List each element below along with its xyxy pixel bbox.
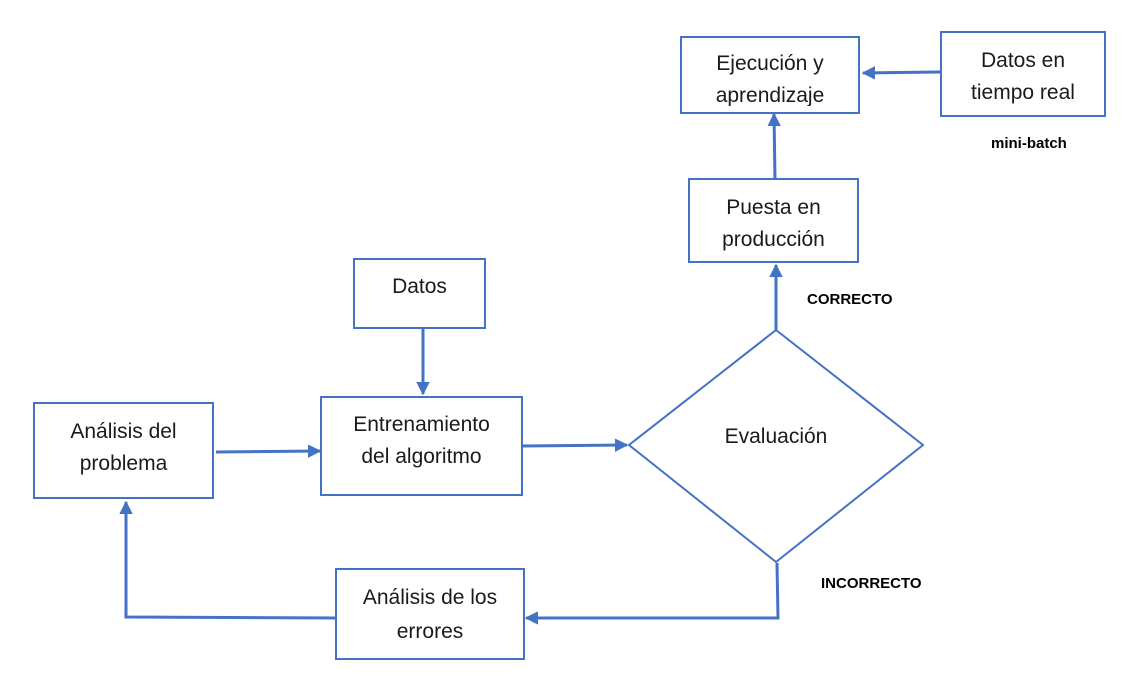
arrow-errores-to-analisis	[119, 500, 337, 620]
node-ejecucion-line1: Ejecución y	[716, 52, 824, 75]
label-mini-batch: mini-batch	[991, 135, 1067, 152]
node-datos-tiempo-real-line1: Datos en	[981, 49, 1065, 72]
label-incorrecto: INCORRECTO	[821, 575, 922, 592]
node-puesta-produccion-line2: producción	[722, 228, 825, 251]
node-analisis-problema: Análisis del problema	[33, 402, 214, 499]
node-datos-label: Datos	[392, 275, 447, 298]
label-correcto: CORRECTO	[807, 291, 893, 308]
node-datos-tiempo-real: Datos en tiempo real	[940, 31, 1106, 117]
node-puesta-produccion: Puesta en producción	[688, 178, 859, 263]
node-ejecucion-line2: aprendizaje	[716, 84, 825, 107]
node-evaluacion: Evaluación	[627, 328, 925, 564]
node-entrenamiento-line2: del algoritmo	[361, 445, 481, 468]
node-puesta-produccion-line1: Puesta en	[726, 196, 821, 219]
node-analisis-errores-line2: errores	[397, 620, 464, 643]
node-evaluacion-label: Evaluación	[725, 425, 828, 448]
node-analisis-errores: Análisis de los errores	[335, 568, 525, 660]
node-entrenamiento-line1: Entrenamiento	[353, 413, 490, 436]
node-ejecucion: Ejecución y aprendizaje	[680, 36, 860, 114]
node-analisis-errores-line1: Análisis de los	[363, 586, 497, 609]
arrow-entrenamiento-to-evaluacion	[521, 438, 629, 452]
node-datos: Datos	[353, 258, 486, 329]
arrow-puesta-to-ejecucion	[767, 112, 781, 180]
arrow-analisis-to-entrenamiento	[215, 444, 322, 458]
node-analisis-problema-line2: problema	[80, 452, 168, 475]
node-analisis-problema-line1: Análisis del	[70, 420, 176, 443]
arrow-datos-tiempo-real-to-ejecucion	[861, 66, 941, 80]
node-datos-tiempo-real-line2: tiempo real	[971, 81, 1075, 104]
arrow-evaluacion-to-errores	[524, 562, 780, 625]
node-entrenamiento: Entrenamiento del algoritmo	[320, 396, 523, 496]
